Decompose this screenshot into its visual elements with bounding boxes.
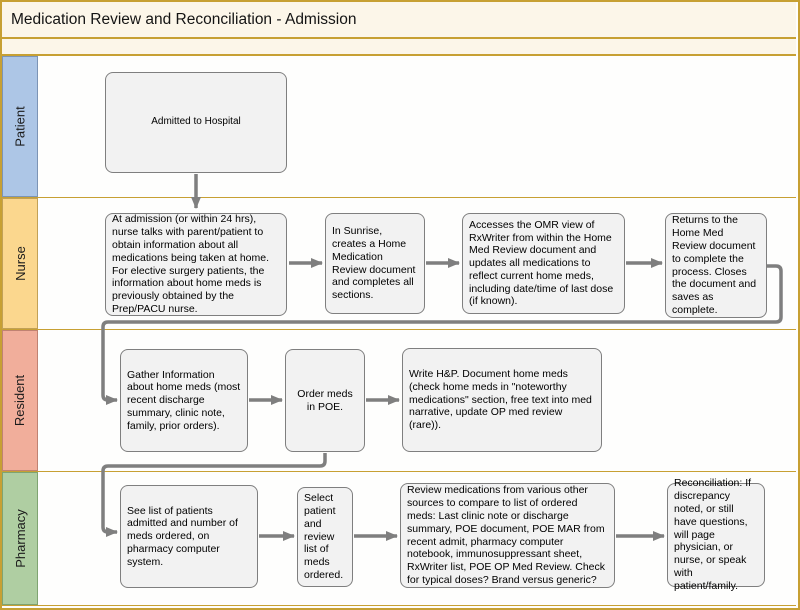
- lane-label-text: Pharmacy: [12, 509, 28, 568]
- node-pharmacy-see-list: See list of patients admitted and number…: [120, 485, 258, 588]
- node-nurse-update-rxwriter: Accesses the OMR view of RxWriter from w…: [462, 213, 625, 314]
- title-bar: Medication Review and Reconciliation - A…: [2, 2, 796, 39]
- node-nurse-home-med-interview: At admission (or within 24 hrs), nurse t…: [105, 213, 287, 316]
- lane-label-resident: Resident: [2, 330, 38, 471]
- node-nurse-create-home-med-review: In Sunrise, creates a Home Medication Re…: [325, 213, 425, 314]
- node-resident-order-meds: Order meds in POE.: [285, 349, 365, 452]
- node-resident-write-hp: Write H&P. Document home meds (check hom…: [402, 348, 602, 452]
- node-pharmacy-select-patient: Select patient and review list of meds o…: [297, 487, 353, 587]
- lane-label-nurse: Nurse: [2, 198, 38, 329]
- node-pharmacy-review-meds: Review medications from various other so…: [400, 483, 615, 588]
- lane-label-text: Patient: [12, 106, 28, 147]
- page-title: Medication Review and Reconciliation - A…: [11, 10, 357, 28]
- lane-label-text: Nurse: [12, 246, 28, 281]
- node-pharmacy-reconciliation: Reconciliation: If discrepancy noted, or…: [667, 477, 765, 592]
- node-admitted-to-hospital: Admitted to Hospital: [105, 72, 287, 173]
- node-resident-gather-info: Gather Information about home meds (most…: [120, 349, 248, 452]
- lane-label-text: Resident: [12, 374, 28, 427]
- lane-label-patient: Patient: [2, 56, 38, 197]
- node-nurse-complete-document: Returns to the Home Med Review document …: [665, 213, 767, 318]
- lane-label-pharmacy: Pharmacy: [2, 472, 38, 605]
- subtitle-band: [2, 39, 796, 56]
